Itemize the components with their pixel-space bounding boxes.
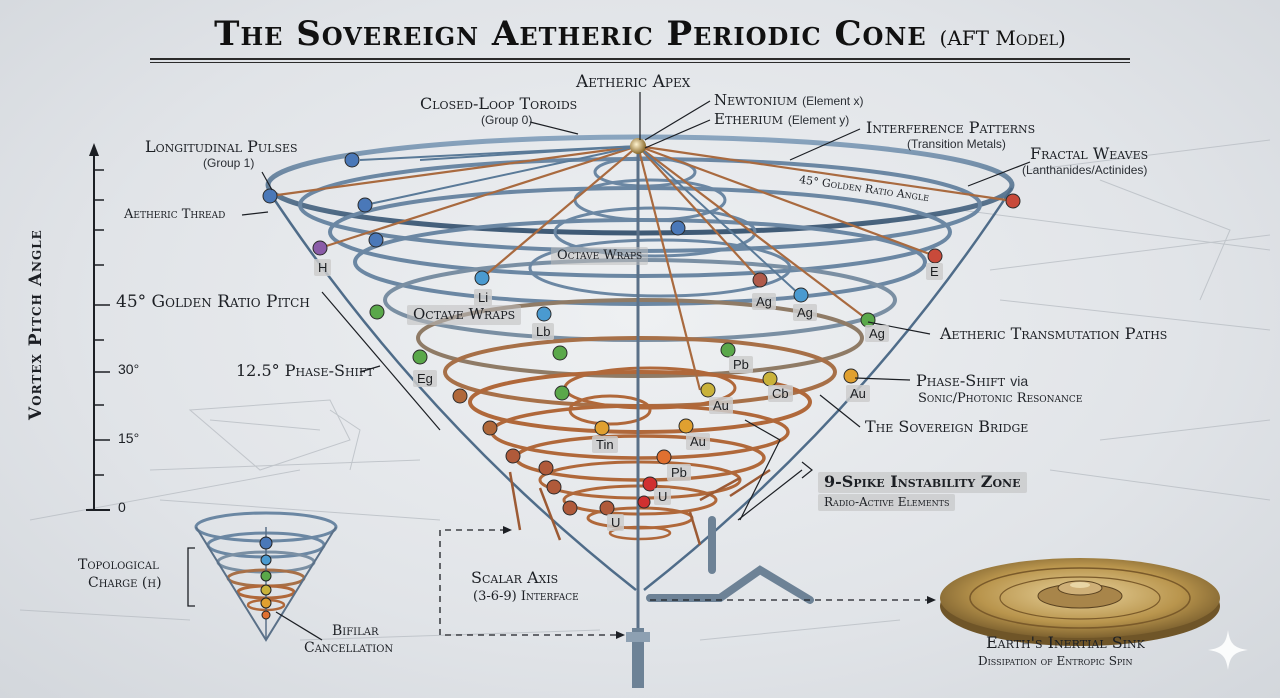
mini-cone-brackets xyxy=(187,547,323,641)
apex-sphere xyxy=(630,138,646,154)
element-tag-ag-2: Ag xyxy=(793,304,817,321)
tick-15: 15° xyxy=(118,430,140,446)
aetheric-threads xyxy=(269,144,1014,391)
aetheric-thread-label: Aetheric Thread xyxy=(124,207,226,222)
phase-shift-via-label: Phase-Shift via xyxy=(916,371,1029,390)
tick-30: 30° xyxy=(118,361,140,377)
element-tag-au-1: Au xyxy=(709,397,733,414)
leader-lines xyxy=(241,92,1031,521)
longitudinal-pulses-sub: (Group 1) xyxy=(203,156,255,170)
tick-45-golden-ratio-pitch: 45° Golden Ratio Pitch xyxy=(116,292,310,312)
element-tag-eg: Eg xyxy=(413,370,437,387)
octave-wraps-label-2: Octave Wraps xyxy=(407,305,522,325)
element-tag-u-2: U xyxy=(607,514,625,531)
instability-bracket xyxy=(737,469,803,521)
element-tag-au-2: Au xyxy=(846,385,870,402)
element-tag-pb-2: Pb xyxy=(667,464,691,481)
element-tag-h: H xyxy=(314,259,332,276)
instability-zone-label: 9-Spike Instability Zone xyxy=(818,472,1027,493)
pitch-axis xyxy=(86,143,110,511)
phase-shift-via-name: Phase-Shift xyxy=(916,371,1006,390)
newtonium-name: Newtonium xyxy=(714,91,798,109)
sonic-photonic-resonance-label: Sonic/Photonic Resonance xyxy=(918,391,1083,406)
aetheric-apex-label: Aetheric Apex xyxy=(576,72,691,92)
steel-threads xyxy=(359,145,801,296)
cone-edges xyxy=(266,187,1014,591)
element-tag-li: Li xyxy=(474,289,493,306)
element-tag-lb: Lb xyxy=(532,323,555,340)
newtonium-label: Newtonium (Element x) xyxy=(714,91,864,109)
transmutation-paths-label: Aetheric Transmutation Paths xyxy=(940,324,1168,343)
interference-patterns-sub: (Transition Metals) xyxy=(907,137,1006,151)
scalar-axis-sub: (3-6-9) Interface xyxy=(473,589,579,604)
etherium-label: Etherium (Element y) xyxy=(714,110,850,128)
sovereign-bridge-label: The Sovereign Bridge xyxy=(865,417,1029,436)
longitudinal-pulses-label: Longitudinal Pulses xyxy=(145,137,298,156)
dashed-connectors xyxy=(439,529,930,636)
sparkle-icon xyxy=(1208,630,1248,670)
octave-wraps-label-1: Octave Wraps xyxy=(551,247,649,265)
interference-patterns-label: Interference Patterns xyxy=(866,118,1036,137)
scalar-axis-label: Scalar Axis xyxy=(471,568,559,587)
diagram-title: The Sovereign Aetheric Periodic Cone (AF… xyxy=(0,14,1280,54)
title-rule-bottom xyxy=(150,62,1130,63)
earths-inertial-sink-label: Earth's Inertial Sink xyxy=(986,633,1145,652)
sketch-lines xyxy=(19,139,1271,641)
topological-charge-label-2: Charge (η) xyxy=(88,575,162,591)
etherium-name: Etherium xyxy=(714,110,784,128)
mechanical-arm xyxy=(646,516,814,604)
bifilar-label-1: Bifilar xyxy=(332,623,379,639)
earths-inertial-sink-disc xyxy=(940,558,1220,646)
mini-cone xyxy=(194,511,338,642)
element-tag-ag-3: Ag xyxy=(865,325,889,342)
element-tag-au-3: Au xyxy=(686,433,710,450)
scalar-axis-column xyxy=(626,146,650,688)
phase-shift-12-5-label: 12.5° Phase-Shift xyxy=(236,361,374,380)
element-nodes xyxy=(262,152,1021,516)
newtonium-sub: (Element x) xyxy=(802,94,864,108)
etherium-sub: (Element y) xyxy=(787,113,850,127)
element-tag-e: E xyxy=(926,263,943,280)
element-tag-tin: Tin xyxy=(592,436,618,453)
fractal-weaves-sub: (Lanthanides/Actinides) xyxy=(1022,163,1148,177)
bifilar-label-2: Cancellation xyxy=(304,640,394,656)
phase-shift-via-suffix: via xyxy=(1010,373,1029,389)
topological-charge-label-1: Topological xyxy=(78,557,159,573)
element-tag-cb: Cb xyxy=(768,385,793,402)
element-tag-ag-1: Ag xyxy=(752,293,776,310)
inner-spiral xyxy=(528,156,792,426)
element-tag-u-1: U xyxy=(654,488,672,505)
entropic-spin-label: Dissipation of Entropic Spin xyxy=(978,654,1133,668)
radio-active-elements-label: Radio-Active Elements xyxy=(818,494,956,511)
title-rule-top xyxy=(150,58,1130,60)
title-main: The Sovereign Aetheric Periodic Cone xyxy=(214,14,927,54)
fractal-weaves-label: Fractal Weaves xyxy=(1030,144,1149,163)
vortex-pitch-angle-label: Vortex Pitch Angle xyxy=(26,229,46,420)
title-paren: (AFT Model) xyxy=(939,26,1066,50)
tick-0: 0 xyxy=(118,499,126,515)
closed-loop-toroids-label: Closed-Loop Toroids xyxy=(420,94,578,113)
closed-loop-toroids-sub: (Group 0) xyxy=(481,113,533,127)
element-tag-pb-1: Pb xyxy=(729,356,753,373)
